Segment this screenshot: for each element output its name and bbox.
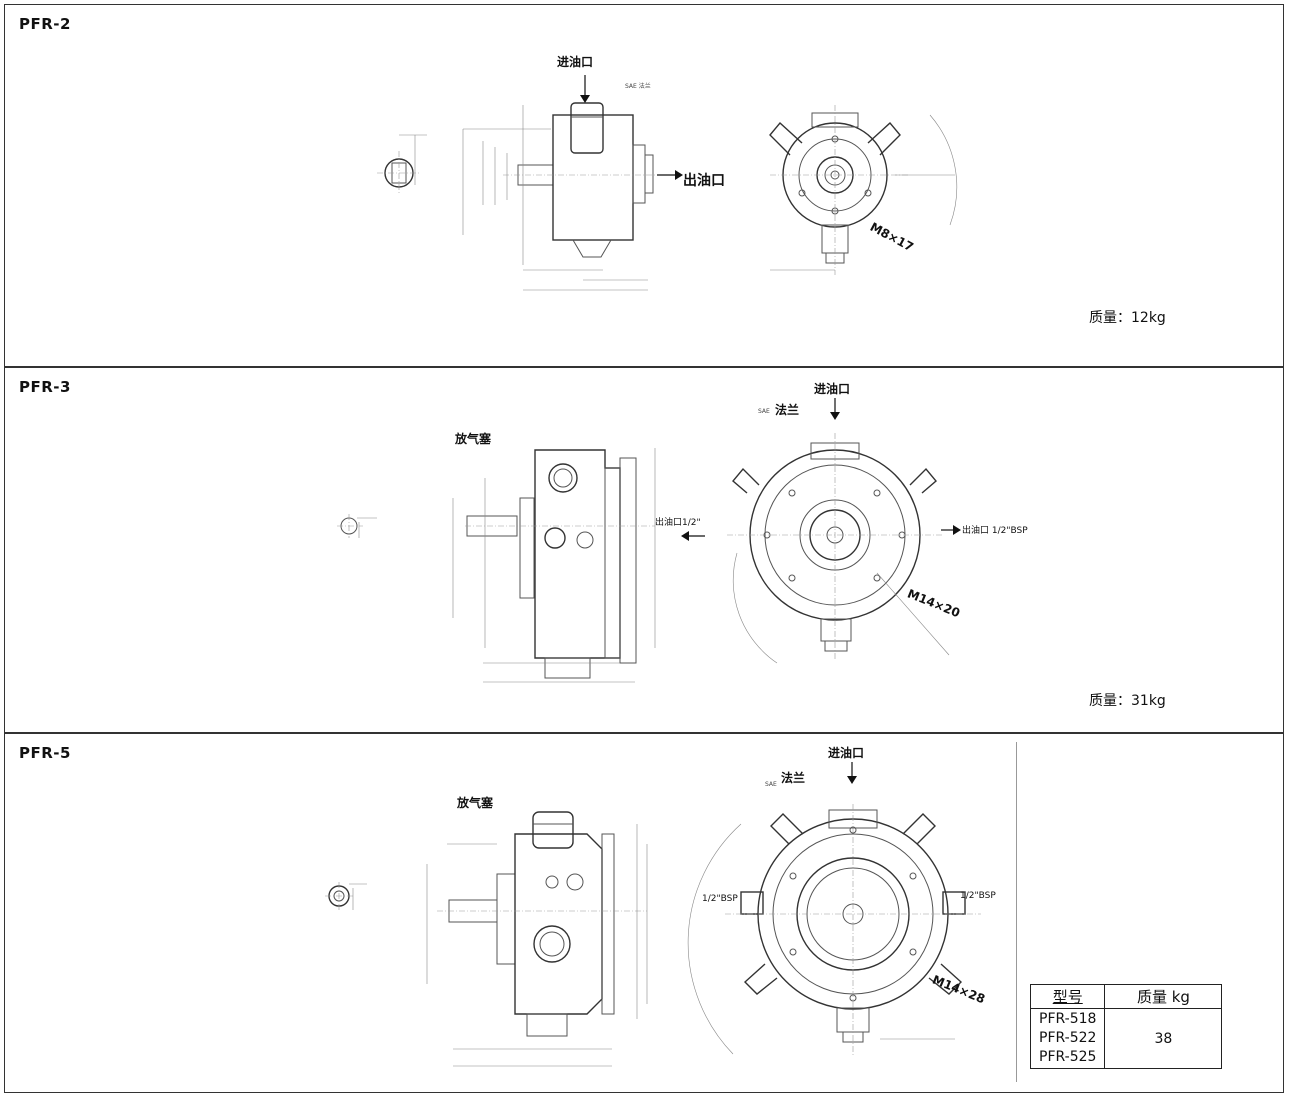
outlet-left-label: 出油口1/2"	[655, 518, 701, 528]
model-item: PFR-522	[1039, 1030, 1097, 1046]
inlet-label: 进油口	[814, 382, 851, 396]
shaft-end-view	[325, 882, 367, 910]
model-item: PFR-525	[1039, 1049, 1097, 1065]
separator-line	[1016, 742, 1017, 1082]
model-list-cell: PFR-518 PFR-522 PFR-525	[1029, 1008, 1106, 1069]
side-view	[426, 811, 648, 1067]
side-view	[462, 102, 663, 291]
right-port-label: 1/2"BSP	[960, 891, 996, 901]
bleed-plug-label: 放气塞	[455, 432, 492, 446]
inlet-arrow	[847, 762, 857, 784]
left-port-label: 1/2"BSP	[702, 894, 738, 904]
inlet-label: 进油口	[557, 55, 594, 69]
panel-pfr-3: PFR-3	[4, 367, 1284, 733]
outlet-label: 出油口	[683, 173, 725, 189]
inlet-arrow	[830, 398, 840, 420]
weight-label: 质量：12kg	[1089, 310, 1166, 326]
inlet-label: 进油口	[828, 746, 865, 760]
flange-label: 法兰	[781, 771, 806, 785]
inlet-arrow	[580, 75, 590, 103]
weight-label: 质量：31kg	[1089, 693, 1166, 709]
panel-pfr-5: PFR-5	[4, 733, 1284, 1093]
front-view	[687, 804, 981, 1056]
header-mass: 质量 kg	[1104, 984, 1223, 1009]
panel-pfr-2: PFR-2	[4, 4, 1284, 367]
front-view	[769, 105, 958, 275]
flange-label: 法兰	[775, 403, 800, 417]
model-item: PFR-518	[1039, 1011, 1097, 1027]
outlet-arrow	[657, 170, 683, 180]
flange-prefix: SAE	[758, 408, 770, 415]
outlet-right-arrow	[941, 525, 961, 535]
flange-prefix: SAE	[765, 781, 777, 788]
model-title: PFR-3	[19, 378, 71, 396]
flange-label: SAE 法兰	[625, 83, 651, 90]
model-title: PFR-5	[19, 744, 71, 762]
model-title: PFR-2	[19, 15, 71, 33]
table-header-row: 型号 质量 kg	[1029, 984, 1223, 1009]
shaft-end-view	[337, 514, 377, 538]
weight-table: 型号 质量 kg PFR-518 PFR-522 PFR-525 38	[1029, 984, 1223, 1069]
side-view	[452, 448, 656, 683]
mass-cell: 38	[1104, 1008, 1223, 1069]
outlet-right-label: 出油口 1/2"BSP	[962, 526, 1028, 536]
header-model: 型号	[1029, 984, 1106, 1009]
shaft-end-view	[377, 134, 427, 195]
front-view	[727, 433, 950, 664]
outlet-left-arrow	[681, 531, 705, 541]
bleed-plug-label: 放气塞	[457, 796, 494, 810]
table-row: PFR-518 PFR-522 PFR-525 38	[1029, 1008, 1223, 1069]
